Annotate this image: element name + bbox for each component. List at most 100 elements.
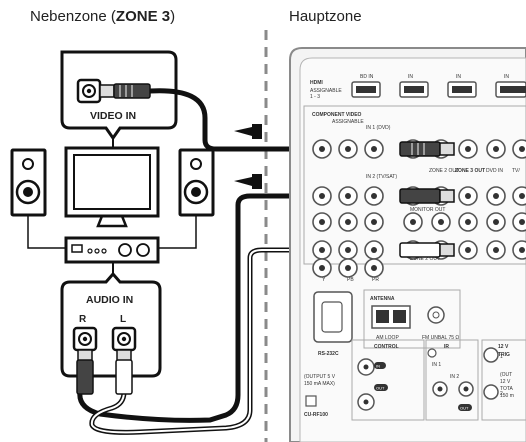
cu-rf100-port xyxy=(305,395,317,407)
rca-jack-center xyxy=(493,146,499,152)
rca-jack-center xyxy=(345,265,351,271)
hdmi-range-label: 1 - 3 xyxy=(310,94,320,100)
tv-label: TV/ xyxy=(512,168,520,174)
audio-l-label: L xyxy=(120,314,126,325)
fm-label: FM UNBAL 75 Ω xyxy=(422,335,459,341)
out12-label: (OUT xyxy=(500,372,512,378)
ir-label: IR xyxy=(444,344,449,350)
zone3-out-label: ZONE 3 OUT xyxy=(455,168,485,174)
out12b-label: 12 V xyxy=(500,379,511,385)
rca-jack-center xyxy=(519,219,525,225)
amplifier-icon xyxy=(64,236,160,264)
control-out-badge-text: OUT xyxy=(376,386,385,391)
zone3-caption: Nebenzone (ZONE 3) xyxy=(30,8,175,25)
dvd-in-label: DVD IN xyxy=(486,168,503,174)
rca-jack-center xyxy=(371,219,377,225)
rca-jack-center xyxy=(493,247,499,253)
rca-jack-center xyxy=(493,193,499,199)
ir-out-badge xyxy=(458,404,472,411)
ir-in1-label: IN 1 xyxy=(432,362,441,368)
control-in-badge-text: IN xyxy=(376,364,380,369)
rca-jack-center xyxy=(519,193,525,199)
y-label: Y xyxy=(322,277,326,283)
zone3-caption-prefix: Nebenzone ( xyxy=(30,8,116,25)
zone3-caption-suffix: ) xyxy=(170,8,176,25)
rca-jack-center xyxy=(438,219,444,225)
trigger-jack xyxy=(483,347,499,363)
main-zone-caption: Hauptzone xyxy=(289,8,362,25)
control-out-badge xyxy=(374,384,388,391)
trig-label: TRIG xyxy=(498,352,510,358)
control-label: CONTROL xyxy=(374,344,399,350)
bd-in-label: BD IN xyxy=(360,74,374,80)
rca-jack-center xyxy=(319,146,325,152)
rs232c-label: RS-232C xyxy=(318,351,339,357)
output-ma-label: 150 mA MAX) xyxy=(304,381,335,387)
rca-jack-center xyxy=(345,247,351,253)
ir-in2-label: IN 2 xyxy=(450,374,459,380)
rca-jack-center xyxy=(465,219,471,225)
white-plug-at-receiver xyxy=(399,242,455,258)
speaker-right-icon xyxy=(178,148,215,217)
rca-jack-center xyxy=(519,247,525,253)
video-plug-at-receiver xyxy=(399,141,455,157)
rca-jack-center xyxy=(465,193,471,199)
component-in1-label: IN 1 (DVD) xyxy=(366,125,391,131)
antenna-label: ANTENNA xyxy=(370,296,395,302)
video-arrow-icon xyxy=(234,124,262,139)
rca-jack-center xyxy=(345,146,351,152)
audio-arrow-icon xyxy=(234,174,262,189)
audio-r-label: R xyxy=(79,314,87,325)
rca-jack-center xyxy=(465,247,471,253)
hdmi-in-label: IN xyxy=(408,74,413,80)
audio-in-label: AUDIO IN xyxy=(86,294,133,306)
audio-cable-red xyxy=(76,193,420,423)
trigger-jack xyxy=(483,384,499,400)
tv-icon xyxy=(64,146,160,228)
rca-jack-center xyxy=(371,265,377,271)
rca-jack-center xyxy=(371,247,377,253)
component-assignable-label: ASSIGNABLE xyxy=(332,119,364,125)
control-in-badge xyxy=(374,362,386,369)
rca-jack-center xyxy=(519,146,525,152)
cu-rf100-label: CU-RF100 xyxy=(304,412,328,418)
rca-jack-center xyxy=(319,219,325,225)
video-cable xyxy=(99,83,420,152)
ma-label: 150 m xyxy=(500,393,514,399)
output-label: (OUTPUT 5 V xyxy=(304,374,336,380)
hdmi-label: HDMI xyxy=(310,80,323,86)
ir-out-badge-text: OUT xyxy=(460,406,469,411)
hdmi-assignable-label: ASSIGNABLE xyxy=(310,88,342,94)
hdmi-in-label: IN xyxy=(504,74,509,80)
rca-jack-center xyxy=(319,193,325,199)
rca-jack-center xyxy=(345,219,351,225)
red-plug-at-receiver xyxy=(399,188,455,204)
pb-label: PB xyxy=(347,277,354,283)
speaker-left-icon xyxy=(10,148,47,217)
rca-jack-center xyxy=(319,247,325,253)
hdmi-in-label: IN xyxy=(456,74,461,80)
zone2-out-label: ZONE 2 OUT xyxy=(429,168,459,174)
rca-jack-center xyxy=(371,146,377,152)
pr-label: PR xyxy=(372,277,379,283)
am-loop-label: AM LOOP xyxy=(376,335,399,341)
video-in-label: VIDEO IN xyxy=(90,110,136,122)
rca-jack-center xyxy=(345,193,351,199)
rca-jack-center xyxy=(410,219,416,225)
rca-jack-grid xyxy=(312,139,526,278)
trigger-2-label: 2 xyxy=(500,391,503,397)
component-in2-label: IN 2 (TV/SAT) xyxy=(366,174,397,180)
total-label: TOTA xyxy=(500,386,514,392)
rca-jack-center xyxy=(319,265,325,271)
v12-label: 12 V xyxy=(498,344,509,350)
rca-jack-center xyxy=(371,193,377,199)
rca-jack-center xyxy=(493,219,499,225)
zone3-caption-bold: ZONE 3 xyxy=(115,8,171,25)
audio-cable-white xyxy=(89,247,420,435)
component-video-label: COMPONENT VIDEO xyxy=(312,112,362,118)
rca-jack-center xyxy=(465,146,471,152)
zone2-out-row-label: ZONE 2 OUT xyxy=(410,256,440,262)
trigger-1-label: 1 xyxy=(500,354,503,360)
monitor-out-label: MONITOR OUT xyxy=(410,207,445,213)
